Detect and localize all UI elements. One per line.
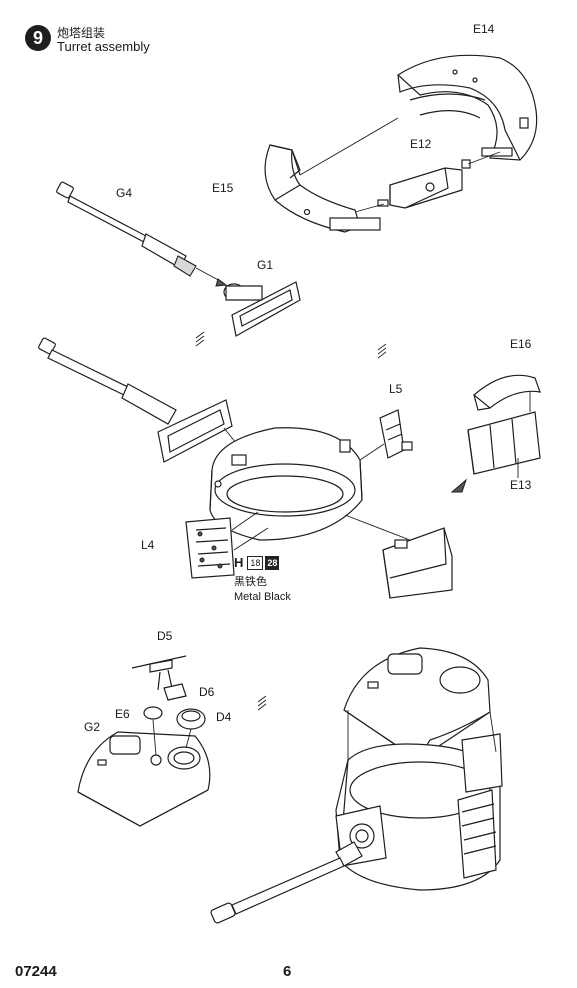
- paint-brand-letter: H: [234, 555, 244, 570]
- page-number: 6: [283, 963, 292, 980]
- label-e16: E16: [510, 337, 532, 351]
- label-e15: E15: [212, 181, 234, 195]
- part-rear-block: [382, 527, 453, 599]
- paint-callout: H 18 28 黑铁色 Metal Black: [234, 555, 291, 603]
- part-d4-cupola: [176, 708, 206, 730]
- label-d6: D6: [199, 685, 215, 699]
- part-e14-rear-bin: [397, 54, 538, 161]
- part-e15-rear-bin-side: [264, 144, 381, 233]
- label-l4: L4: [141, 538, 155, 552]
- part-d5-machinegun: [131, 655, 187, 691]
- part-turret-body: [209, 427, 363, 541]
- label-e12: E12: [410, 137, 432, 151]
- part-g4-barrel: [56, 181, 197, 277]
- label-d4: D4: [216, 710, 232, 724]
- label-e13: E13: [510, 478, 532, 492]
- step-title-english: Turret assembly: [57, 39, 150, 54]
- product-code: 07244: [15, 963, 57, 980]
- part-d6-mount: [163, 683, 187, 701]
- part-assembled-tracks: [457, 733, 503, 879]
- paint-code-2: 28: [265, 555, 280, 570]
- part-mantlet-assembled: [157, 399, 233, 463]
- label-l5: L5: [389, 382, 403, 396]
- part-g1-mantlet: [223, 281, 301, 337]
- part-barrel-assembled: [38, 337, 177, 425]
- step-title-chinese: 炮塔组装: [57, 26, 106, 40]
- label-d5: D5: [157, 629, 173, 643]
- part-assembled-roof: [343, 647, 491, 761]
- paint-code-row: H 18 28: [234, 555, 291, 570]
- label-e6: E6: [115, 707, 130, 721]
- part-l4-tracks: [185, 517, 235, 579]
- paint-code-1: 18: [247, 555, 264, 570]
- part-assembled-barrel: [210, 841, 363, 924]
- direction-marks: [195, 331, 387, 711]
- label-g4: G4: [116, 186, 133, 200]
- paint-name-english: Metal Black: [234, 591, 291, 603]
- step-number-badge: 9: [25, 25, 51, 51]
- label-g1: G1: [257, 258, 274, 272]
- label-e14: E14: [473, 22, 495, 36]
- paint-name-chinese: 黑铁色: [234, 576, 267, 588]
- label-g2: G2: [84, 720, 101, 734]
- part-e16-hatch: [473, 374, 541, 411]
- part-e13-box: [467, 411, 541, 475]
- part-g2-roof: [77, 731, 211, 827]
- part-e12-bracket: [377, 159, 471, 209]
- part-e6-cupola-base: [143, 706, 163, 720]
- part-l5-bracket: [379, 409, 413, 459]
